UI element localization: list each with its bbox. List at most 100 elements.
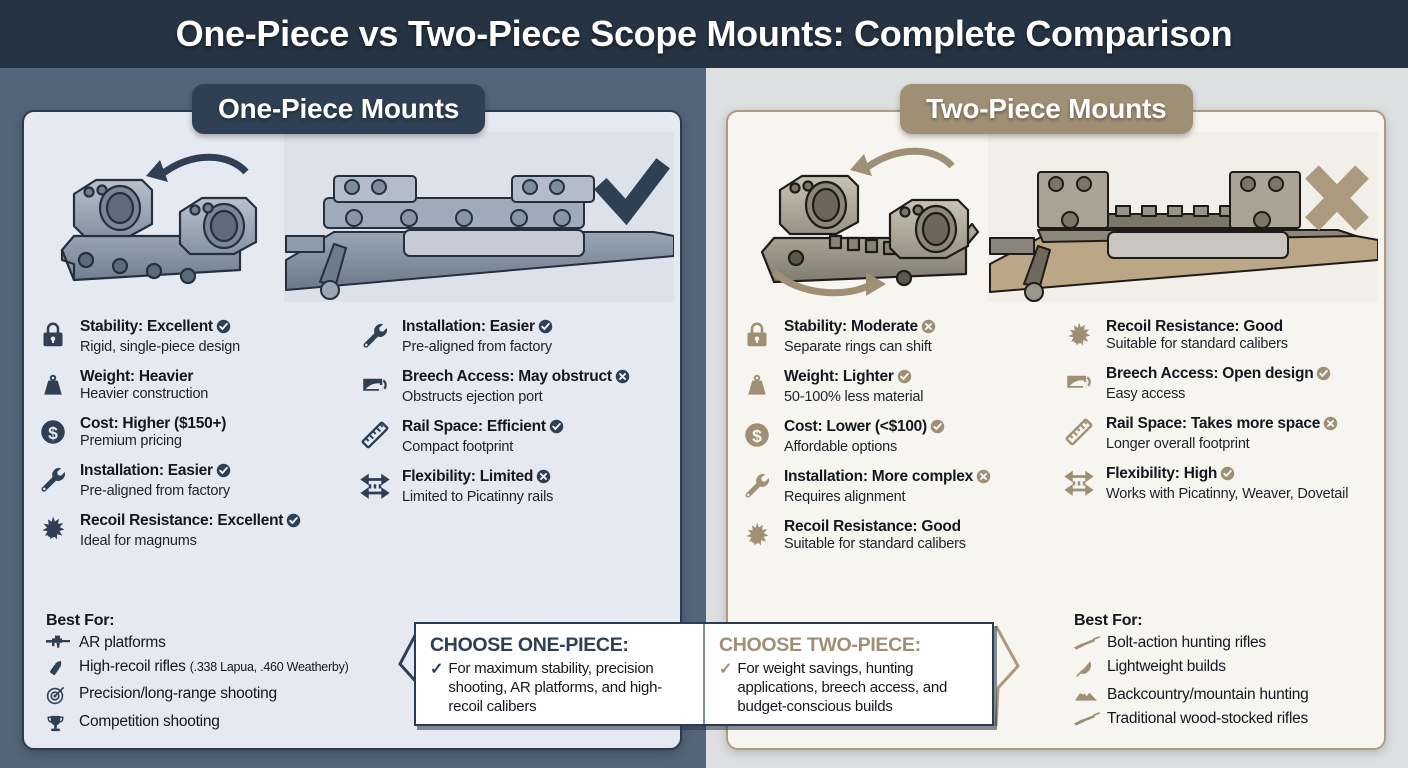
feature-title: Installation: Easier [402, 318, 674, 338]
two-piece-illustration [738, 132, 1378, 302]
feature-row: $ Cost: Higher ($150+)Premium pricing [38, 415, 352, 450]
best-for-label: Traditional wood-stocked rifles [1107, 710, 1309, 727]
feature-subtitle: Limited to Picatinny rails [402, 489, 554, 506]
choose-one-piece-text: For maximum stability, precision shootin… [448, 660, 662, 715]
check-badge-icon [897, 369, 912, 388]
feature-title: Breech Access: Open design [1106, 365, 1378, 385]
feature-subtitle: Easy access [1106, 386, 1186, 403]
wood-rifle-icon [1074, 708, 1101, 731]
choose-two-piece-half: CHOOSE TWO-PIECE: ✓ For weight savings, … [705, 624, 992, 724]
cross-badge-icon [615, 369, 630, 388]
check-badge-icon [930, 419, 945, 438]
mountain-icon [1074, 684, 1100, 707]
choose-two-piece-text: For weight savings, hunting applications… [737, 660, 948, 715]
best-for-one-piece: Best For: AR platforms High-recoil rifle… [46, 612, 376, 739]
best-for-label: Precision/long-range shooting [79, 685, 277, 702]
check-badge-icon [1220, 466, 1235, 485]
feature-subtitle: 50-100% less material [784, 389, 924, 406]
feature-title: Stability: Moderate [784, 318, 1056, 338]
callout-tail-right [994, 625, 1020, 727]
feature-title: Weight: Lighter [784, 368, 1056, 388]
trophy-icon [46, 711, 72, 738]
curved-arrow-icon [146, 153, 249, 182]
check-glyph-icon: ✓ [430, 661, 444, 678]
check-badge-icon [216, 463, 231, 482]
badge-label: One-Piece Mounts [218, 93, 460, 124]
arrows-icon [360, 468, 394, 506]
page-title: One-Piece vs Two-Piece Scope Mounts: Com… [175, 13, 1233, 54]
choose-two-piece-title: CHOOSE TWO-PIECE: [719, 634, 921, 656]
feature-title: Recoil Resistance: Good [784, 518, 961, 536]
one-piece-illustration [34, 132, 674, 302]
one-piece-mount-icon [60, 178, 258, 285]
feature-title: Rail Space: Takes more space [1106, 415, 1378, 435]
check-badge-icon [1316, 366, 1331, 385]
best-for-item: Backcountry/mountain hunting [1074, 684, 1404, 707]
feature-subtitle: Rigid, single-piece design [80, 339, 241, 356]
choose-callout: CHOOSE ONE-PIECE: ✓ For maximum stabilit… [396, 622, 1020, 734]
feature-subtitle: Heavier construction [80, 386, 209, 403]
feature-title: Breech Access: May obstruct [402, 368, 674, 388]
feature-title: Stability: Excellent [80, 318, 352, 338]
weight-icon [38, 368, 72, 403]
curved-arrow-icon [771, 147, 955, 297]
recoil-icon [38, 512, 72, 550]
best-for-label: Backcountry/mountain hunting [1107, 686, 1309, 703]
check-glyph-icon: ✓ [719, 661, 733, 678]
feature-subtitle: Requires alignment [784, 489, 906, 506]
feature-subtitle: Longer overall footprint [1106, 436, 1250, 453]
checkmark-icon [593, 158, 670, 226]
svg-text:$: $ [48, 423, 58, 443]
feature-subtitle: Pre-aligned from factory [80, 483, 230, 500]
dollar-icon: $ [38, 415, 72, 450]
check-badge-icon [538, 319, 553, 338]
feature-subtitle: Compact footprint [402, 439, 514, 456]
feature-subtitle: Suitable for standard calibers [1106, 336, 1288, 353]
weight-icon [742, 368, 776, 406]
cross-icon [1305, 165, 1369, 231]
feature-subtitle: Works with Picatinny, Weaver, Dovetail [1106, 486, 1349, 503]
feature-title: Installation: More complex [784, 468, 1056, 488]
check-badge-icon [286, 513, 301, 532]
best-for-label: Bolt-action hunting rifles [1107, 634, 1266, 651]
feature-title: Recoil Resistance: Good [1106, 318, 1283, 335]
page-header: One-Piece vs Two-Piece Scope Mounts: Com… [0, 0, 1408, 68]
best-for-title: Best For: [1074, 612, 1143, 629]
two-piece-rings-icon [760, 174, 980, 287]
badge-label: Two-Piece Mounts [926, 93, 1167, 124]
arrows-icon [1064, 465, 1098, 503]
feature-subtitle: Suitable for standard calibers [784, 536, 966, 553]
best-for-item: Traditional wood-stocked rifles [1074, 708, 1404, 731]
bullet-icon [46, 656, 72, 682]
lock-icon [38, 318, 72, 356]
feature-row: $ Cost: Lower (<$100)Affordable options [742, 418, 1056, 456]
ar-rifle-icon [46, 632, 72, 655]
best-for-item: Lightweight builds [1074, 656, 1404, 683]
breech-icon [1064, 365, 1098, 403]
bolt-rifle-icon [1074, 632, 1101, 655]
feature-title: Recoil Resistance: Excellent [80, 512, 352, 532]
best-for-item: Bolt-action hunting rifles [1074, 632, 1404, 655]
feature-title: Cost: Lower (<$100) [784, 418, 1056, 438]
svg-text:$: $ [752, 426, 762, 446]
cross-badge-icon [1323, 416, 1338, 435]
best-for-item: Precision/long-range shooting [46, 683, 376, 710]
cross-badge-icon [921, 319, 936, 338]
